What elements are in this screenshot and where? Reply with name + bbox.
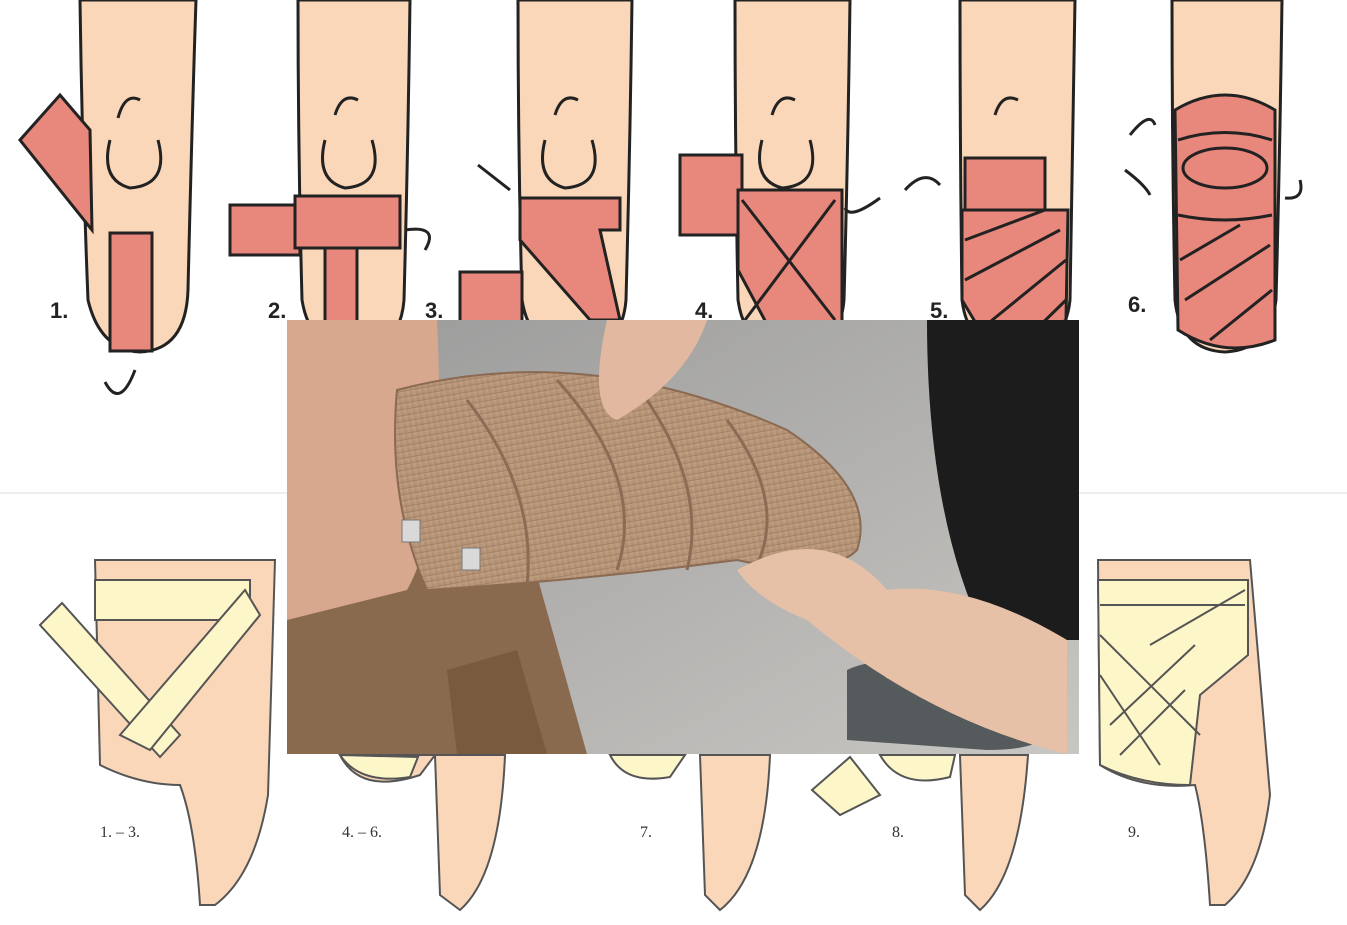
top-step-4: 4. [680,0,880,352]
bandaging-photo-image [287,320,1079,754]
bandaging-photo [287,320,1079,754]
top-step-5: 5. [905,0,1075,352]
bottom-step-label: 4. – 6. [342,824,382,841]
top-step-label: 6. [1128,292,1146,317]
top-step-1: 1. [20,0,196,394]
bottom-step-8: 8. [812,755,1028,910]
bottom-step-1-3: 1. – 3. [40,560,275,905]
bottom-step-9: 9. [1098,560,1270,905]
bottom-step-label: 9. [1128,824,1140,841]
bottom-step-4-6: 4. – 6. [340,755,505,910]
top-step-2: 2. [230,0,430,352]
bottom-step-label: 8. [892,824,904,841]
bottom-step-label: 7. [640,824,652,841]
bottom-step-7: 7. [610,755,770,910]
top-step-label: 1. [50,298,68,323]
bottom-step-label: 1. – 3. [100,824,140,841]
top-step-6: 6. [1125,0,1301,352]
top-step-3: 3. [425,0,632,352]
top-step-label: 2. [268,298,286,323]
